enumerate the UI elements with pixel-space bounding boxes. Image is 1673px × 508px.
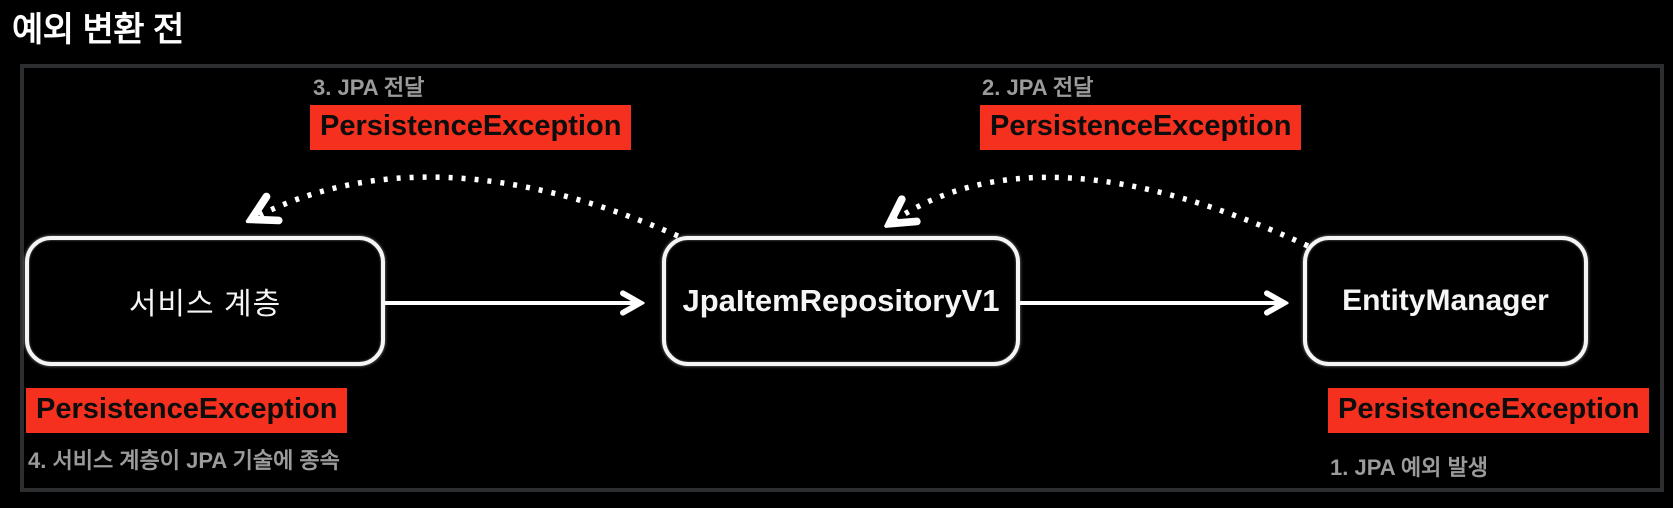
step-label-1-jpa-exception-occurs: 1. JPA 예외 발생 xyxy=(1330,455,1488,480)
exception-badge-bottom-right: PersistenceException xyxy=(1328,388,1650,433)
diagram-frame xyxy=(20,64,1664,492)
exception-badge-top-left: PersistenceException xyxy=(310,105,632,150)
box-entity-manager: EntityManager xyxy=(1303,236,1588,366)
box-service-layer: 서비스 계층 xyxy=(25,236,385,366)
step-label-2-jpa-forward: 2. JPA 전달 xyxy=(982,75,1094,100)
box-service-layer-label: 서비스 계층 xyxy=(128,288,282,321)
exception-badge-bottom-left: PersistenceException xyxy=(26,388,348,433)
step-label-4-service-depends-on-jpa: 4. 서비스 계층이 JPA 기술에 종속 xyxy=(28,448,340,473)
box-jpa-item-repository-label: JpaItemRepositoryV1 xyxy=(682,283,1000,318)
box-jpa-item-repository: JpaItemRepositoryV1 xyxy=(662,236,1020,366)
step-label-3-jpa-forward: 3. JPA 전달 xyxy=(313,75,425,100)
exception-badge-top-right: PersistenceException xyxy=(980,105,1302,150)
page-title: 예외 변환 전 xyxy=(12,11,184,49)
box-entity-manager-label: EntityManager xyxy=(1342,284,1549,317)
